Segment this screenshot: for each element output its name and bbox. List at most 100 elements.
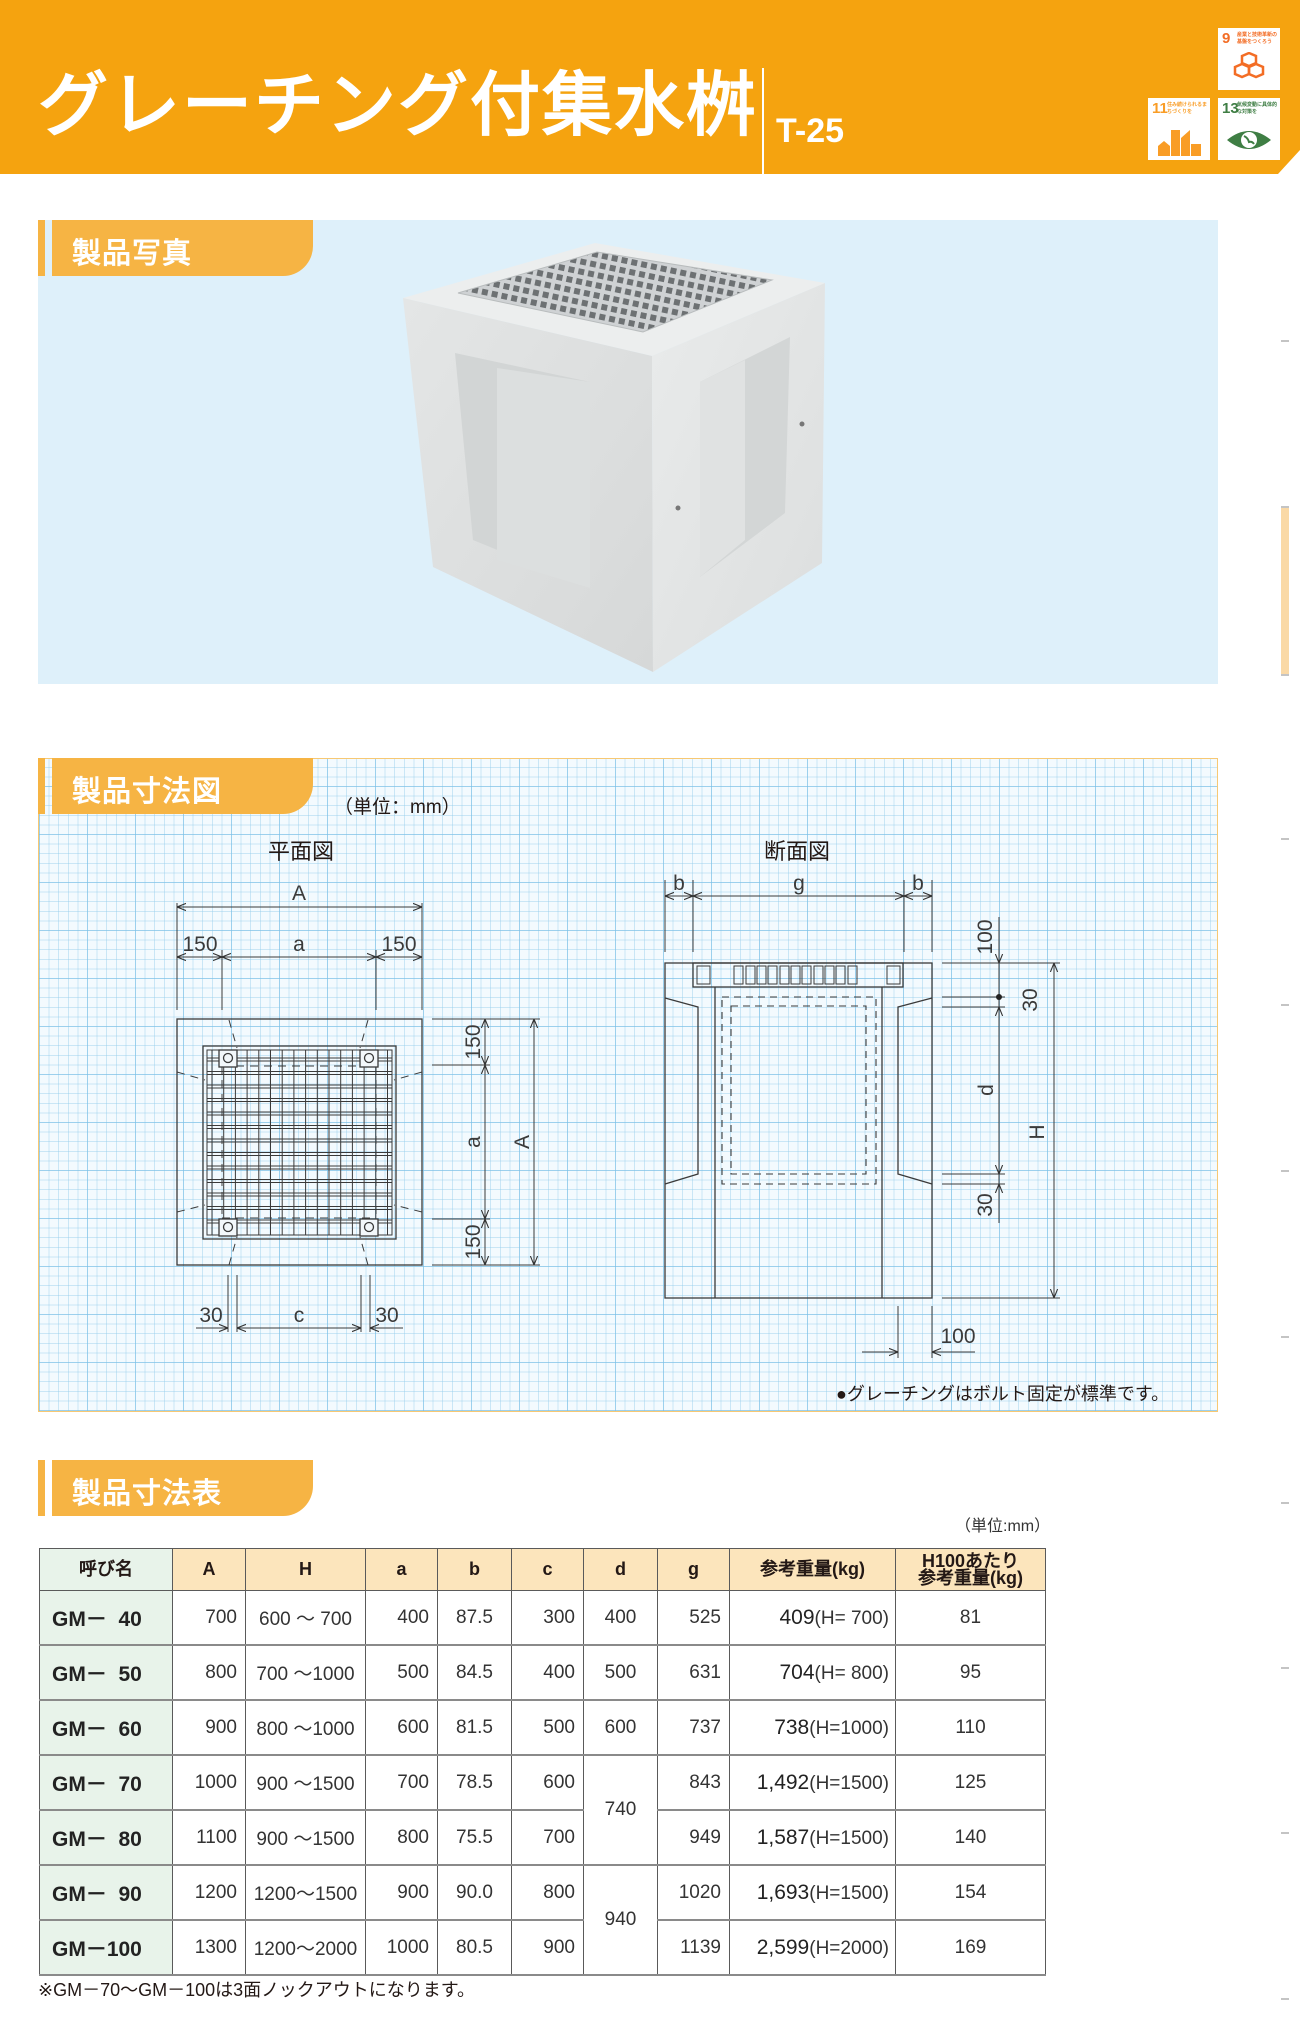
section-view — [664, 880, 1060, 1358]
knockout-right-outline — [897, 997, 933, 1185]
cell-a: 700 — [365, 1754, 438, 1811]
plan-outer-outline — [176, 1018, 423, 1266]
sdg-number: 13 — [1222, 100, 1239, 117]
cell-b: 80.5 — [437, 1919, 512, 1976]
cell-H: 1200～2000 — [245, 1919, 366, 1976]
page-edge-mark — [1281, 1998, 1289, 2000]
sdg-13-icon: 13 気候変動に具体的な対策を — [1218, 98, 1280, 160]
cell-d: 600 — [583, 1699, 658, 1756]
grating-bar-section — [756, 965, 767, 985]
grating-bar-section — [813, 965, 824, 985]
grating-bar-section — [696, 965, 711, 985]
grating-bar-section — [835, 965, 846, 985]
dim-label-150: 150 — [462, 1224, 485, 1259]
title-banner — [0, 0, 1300, 174]
cell-weight: 1,492(H=1500) — [729, 1754, 896, 1811]
page-edge-mark — [1281, 1502, 1289, 1504]
dim-label-150: 150 — [182, 933, 217, 956]
cell-A: 1000 — [172, 1754, 246, 1811]
sdg-label: 気候変動に具体的な対策を — [1237, 102, 1278, 115]
page-edge-index-active — [1281, 506, 1289, 676]
grating-bar-section — [745, 965, 756, 985]
page-title: グレーチング付集水桝 — [38, 63, 758, 146]
dim-label-d: d — [975, 1084, 998, 1096]
earth-eye-icon — [1227, 131, 1271, 149]
grating-bar-section — [824, 965, 835, 985]
weight-value: 1,492 — [756, 1770, 810, 1794]
weight-height-note: (H=1000) — [809, 1717, 889, 1739]
col-header-c: c — [511, 1548, 584, 1591]
cell-c: 500 — [511, 1699, 584, 1756]
col-header-H: H — [245, 1548, 366, 1591]
weight-height-note: (H= 700) — [814, 1607, 889, 1629]
page-edge-mark — [1281, 1667, 1289, 1669]
model-name: GM－ 40 — [39, 1590, 173, 1646]
grating-bar-section — [779, 965, 790, 985]
plan-view-title: 平面図 — [268, 839, 335, 864]
cell-b: 78.5 — [437, 1754, 512, 1811]
section-view-title: 断面図 — [764, 839, 831, 864]
dim-label-150: 150 — [381, 933, 416, 956]
cell-g: 1139 — [657, 1919, 730, 1976]
cell-H: 700 ～1000 — [245, 1644, 366, 1701]
cell-H: 1200～1500 — [245, 1864, 366, 1921]
grating-top — [457, 251, 774, 333]
grating-bar-section — [886, 965, 901, 985]
weight-height-note: (H=1500) — [809, 1882, 889, 1904]
cell-A: 700 — [172, 1590, 246, 1646]
grating-bar-section — [801, 965, 812, 985]
dim-label-30: 30 — [1019, 988, 1042, 1011]
cell-weight-per-h100: 154 — [895, 1864, 1046, 1921]
product-photo — [403, 243, 825, 672]
weight-height-note: (H=2000) — [809, 1937, 889, 1959]
drawing-note: ●グレーチングはボルト固定が標準です。 — [836, 1384, 1170, 1404]
drawing-unit: （単位：mm） — [334, 797, 461, 818]
cell-weight-per-h100: 169 — [895, 1919, 1046, 1976]
sdg-9-icon: 9 産業と技術革新の基盤をつくろう — [1218, 28, 1280, 90]
cell-g: 949 — [657, 1809, 730, 1866]
cell-d: 500 — [583, 1644, 658, 1701]
section-hidden-lines — [721, 996, 877, 1185]
cell-d: 740 — [583, 1754, 658, 1866]
col-header-b: b — [437, 1548, 512, 1591]
weight-value: 1,693 — [756, 1880, 810, 1904]
dim-label-30: 30 — [974, 1193, 997, 1216]
cell-weight-per-h100: 125 — [895, 1754, 1046, 1811]
cell-weight-per-h100: 110 — [895, 1699, 1046, 1756]
dim-label-100: 100 — [940, 1325, 975, 1348]
dim-label-150: 150 — [462, 1024, 485, 1059]
dim-label-b: b — [673, 872, 685, 895]
dim-label-A: A — [511, 1135, 534, 1149]
cell-weight: 1,693(H=1500) — [729, 1864, 896, 1921]
header-line-2: 参考重量(kg) — [918, 1567, 1023, 1588]
weight-value: 704 — [779, 1660, 815, 1684]
cell-d: 400 — [583, 1590, 658, 1646]
weight-height-note: (H= 800) — [814, 1662, 889, 1684]
cell-b: 81.5 — [437, 1699, 512, 1756]
cell-H: 900 ～1500 — [245, 1809, 366, 1866]
cell-b: 84.5 — [437, 1644, 512, 1701]
dim-label-g: g — [793, 872, 805, 895]
weight-height-note: (H=1500) — [809, 1772, 889, 1794]
model-name: GM－ 90 — [39, 1864, 173, 1921]
grating-bar-section — [733, 965, 744, 985]
col-header-weight: 参考重量(kg) — [729, 1548, 896, 1591]
sdg-number: 9 — [1222, 30, 1231, 47]
dim-label-30: 30 — [375, 1304, 398, 1327]
weight-height-note: (H=1500) — [809, 1827, 889, 1849]
model-name: GM－ 50 — [39, 1644, 173, 1701]
sdg-11-icon: 11 住み続けられるまちづくりを — [1148, 98, 1210, 160]
cell-c: 900 — [511, 1919, 584, 1976]
cell-b: 90.0 — [437, 1864, 512, 1921]
table-unit: （単位:mm） — [955, 1518, 1051, 1535]
dim-label-a: a — [293, 933, 305, 956]
table-header-row: 呼び名 A H a b c d g 参考重量(kg) H100あたり参考重量(k… — [39, 1548, 1046, 1591]
col-header-A: A — [172, 1548, 246, 1591]
weight-value: 2,599 — [756, 1935, 810, 1959]
cell-weight-per-h100: 81 — [895, 1590, 1046, 1646]
